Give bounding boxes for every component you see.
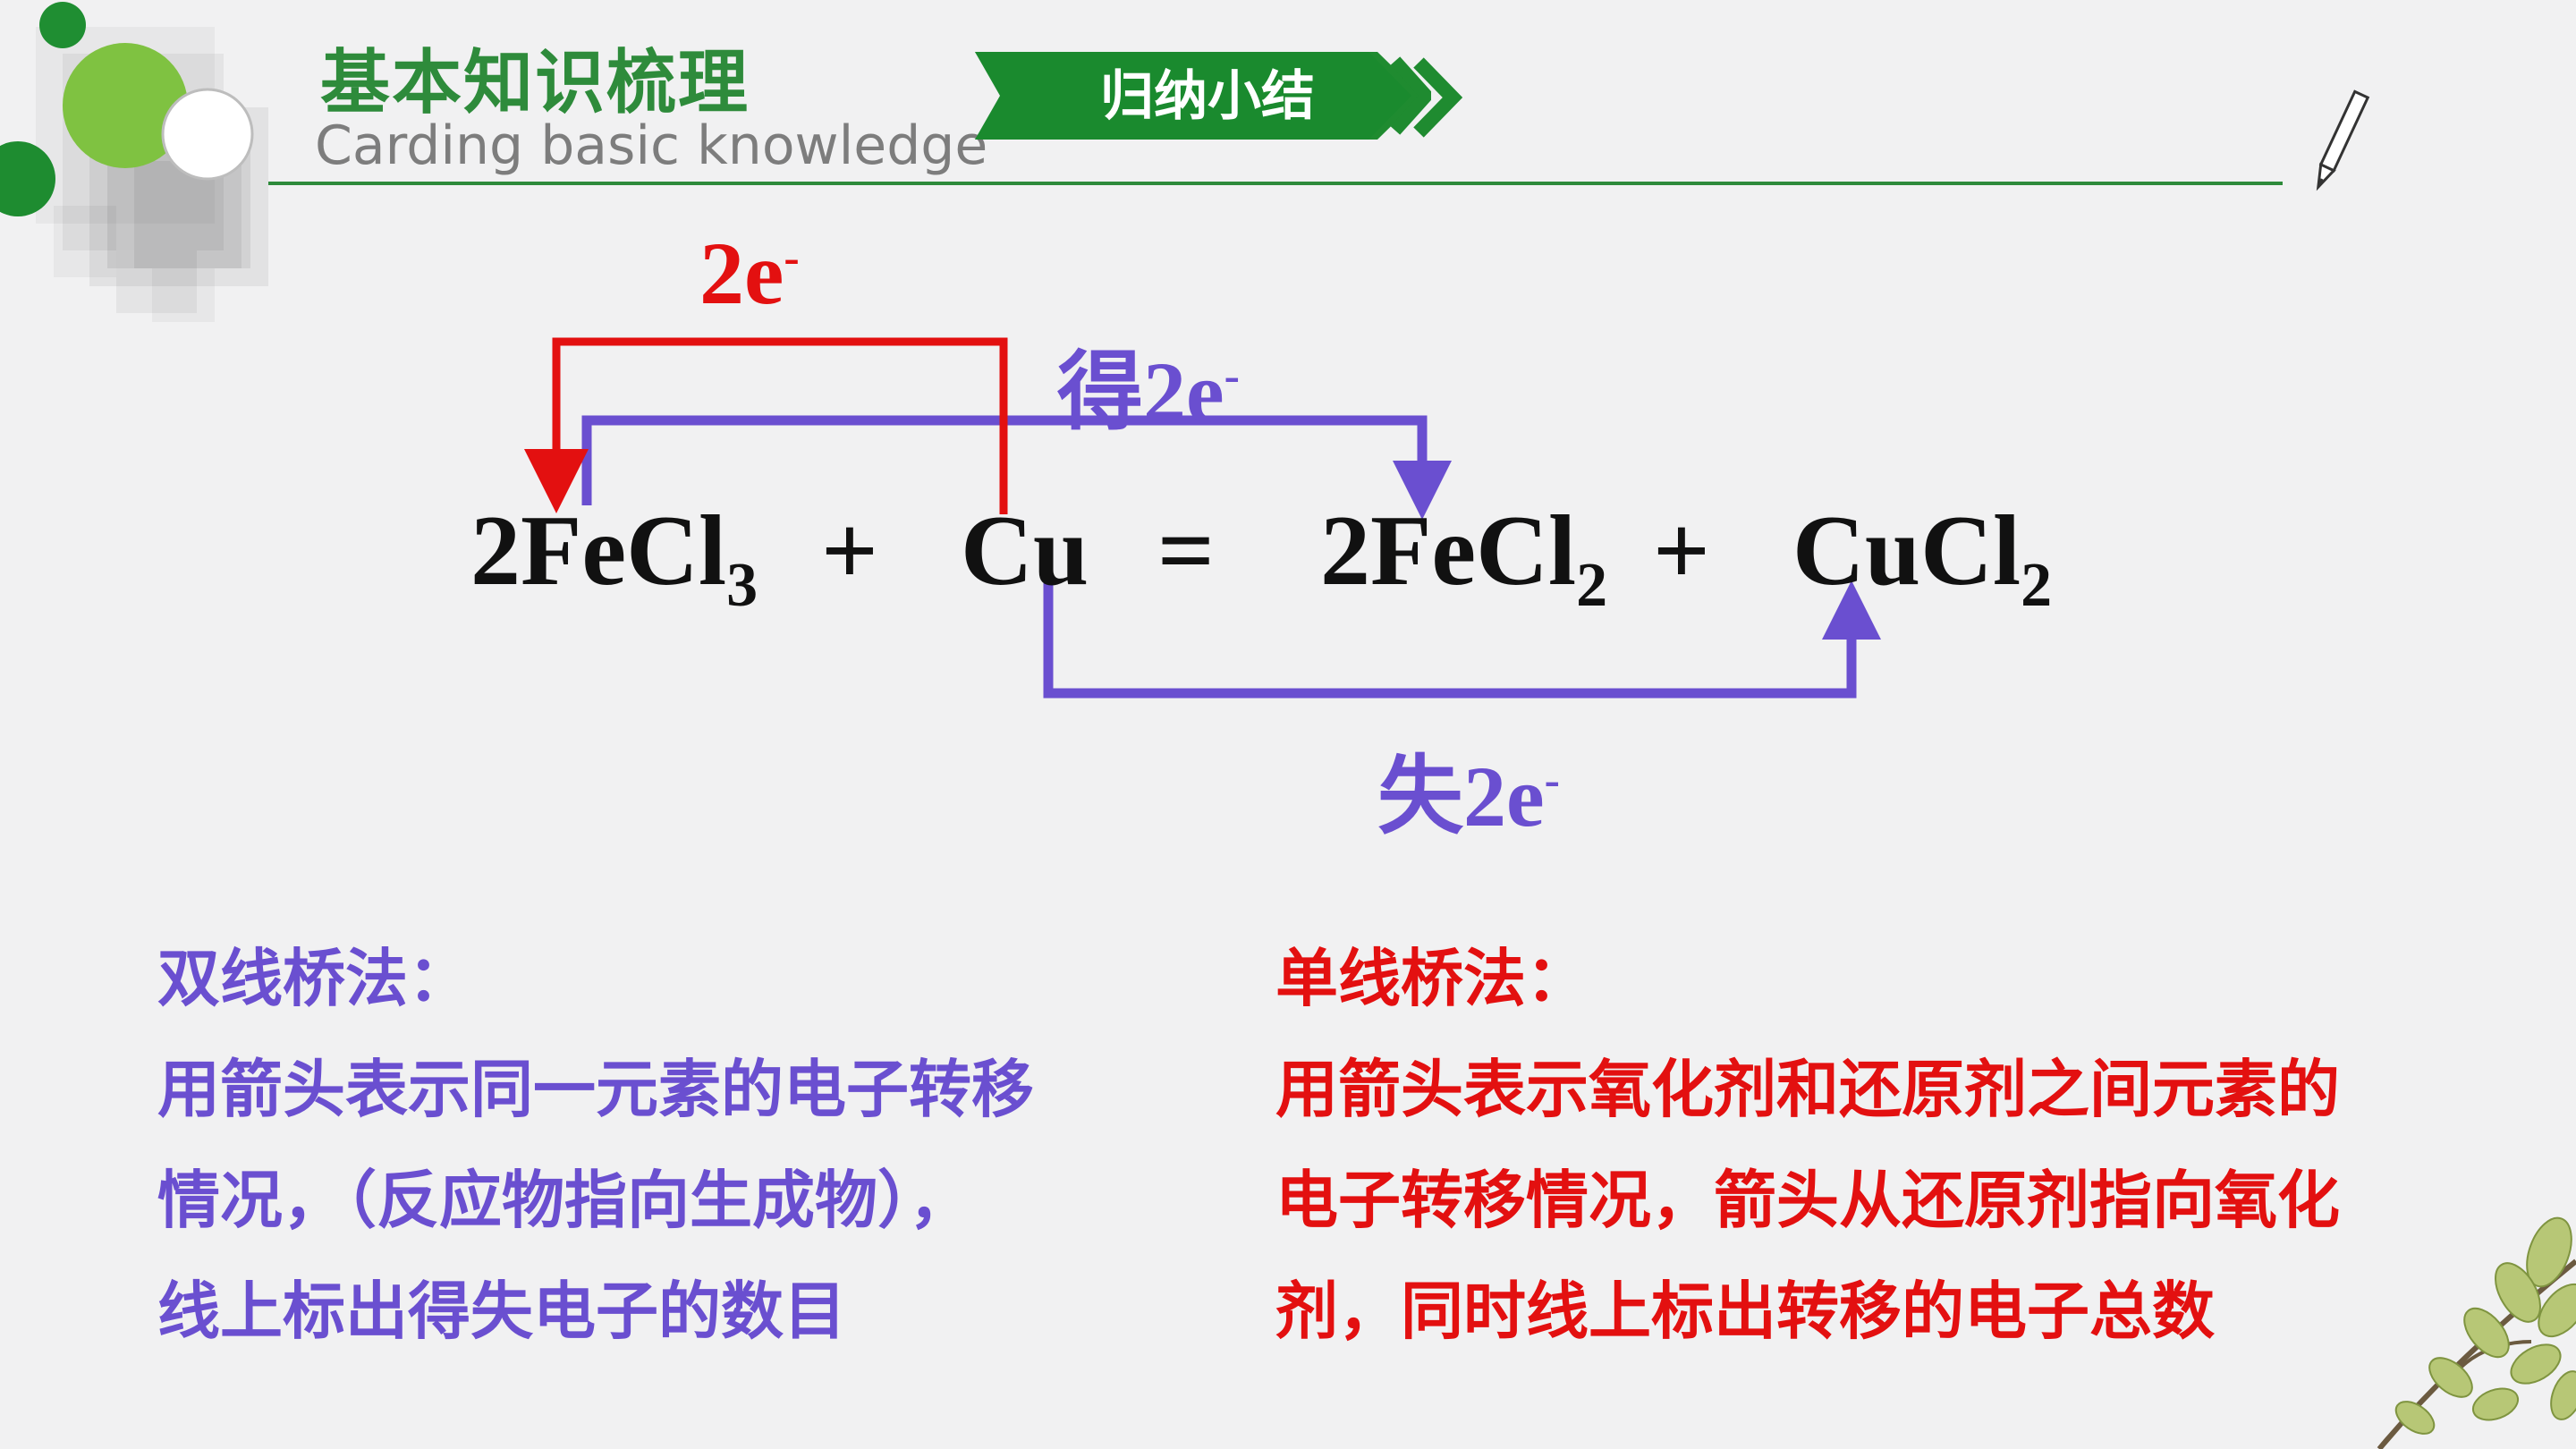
decorative-leaf-branch xyxy=(2377,1216,2576,1449)
single-bridge-line xyxy=(524,337,1008,514)
double-line-text-2: 情况，（反应物指向生成物）， xyxy=(157,1164,971,1237)
product-fecl2: 2FeCl2 xyxy=(1320,496,1608,620)
reactant-cu: Cu xyxy=(961,496,1089,606)
summary-tag-shape xyxy=(975,52,1431,140)
pen-icon xyxy=(2316,89,2370,191)
plus-sign-2: + xyxy=(1653,496,1710,606)
product-cucl2: CuCl2 xyxy=(1792,496,2053,620)
plus-sign-1: + xyxy=(821,496,878,606)
large-green-circle xyxy=(63,43,188,168)
summary-tag-label: 归纳小结 xyxy=(1100,65,1315,128)
double-line-heading: 双线桥法： xyxy=(157,942,470,1015)
lose-electron-line xyxy=(1043,580,1881,699)
left-green-circle xyxy=(0,141,55,216)
gain-electron-label: 得2e- xyxy=(1057,344,1240,440)
lose-electron-label: 失2e- xyxy=(1377,749,1560,844)
section-subtitle: Carding basic knowledge xyxy=(315,114,988,177)
section-title: 基本知识梳理 xyxy=(320,43,750,123)
small-green-circle xyxy=(39,2,86,48)
double-line-text-3: 线上标出得失电子的数目 xyxy=(157,1275,846,1348)
header-divider xyxy=(268,182,2283,185)
white-circle xyxy=(163,89,252,179)
double-chevron-icon xyxy=(1413,57,1463,138)
single-line-text-1: 用箭头表示氧化剂和还原剂之间元素的 xyxy=(1275,1053,2340,1126)
single-line-heading: 单线桥法： xyxy=(1275,942,1589,1015)
single-line-text-2: 电子转移情况，箭头从还原剂指向氧化 xyxy=(1275,1164,2340,1237)
single-line-text-3: 剂，同时线上标出转移的电子总数 xyxy=(1275,1275,2215,1348)
single-bridge-label: 2e- xyxy=(699,224,800,323)
double-line-text-1: 用箭头表示同一元素的电子转移 xyxy=(157,1053,1034,1126)
decorative-pixel-cluster xyxy=(0,2,268,322)
reactant-fecl3: 2FeCl3 xyxy=(470,496,758,620)
equals-sign: = xyxy=(1157,496,1215,606)
